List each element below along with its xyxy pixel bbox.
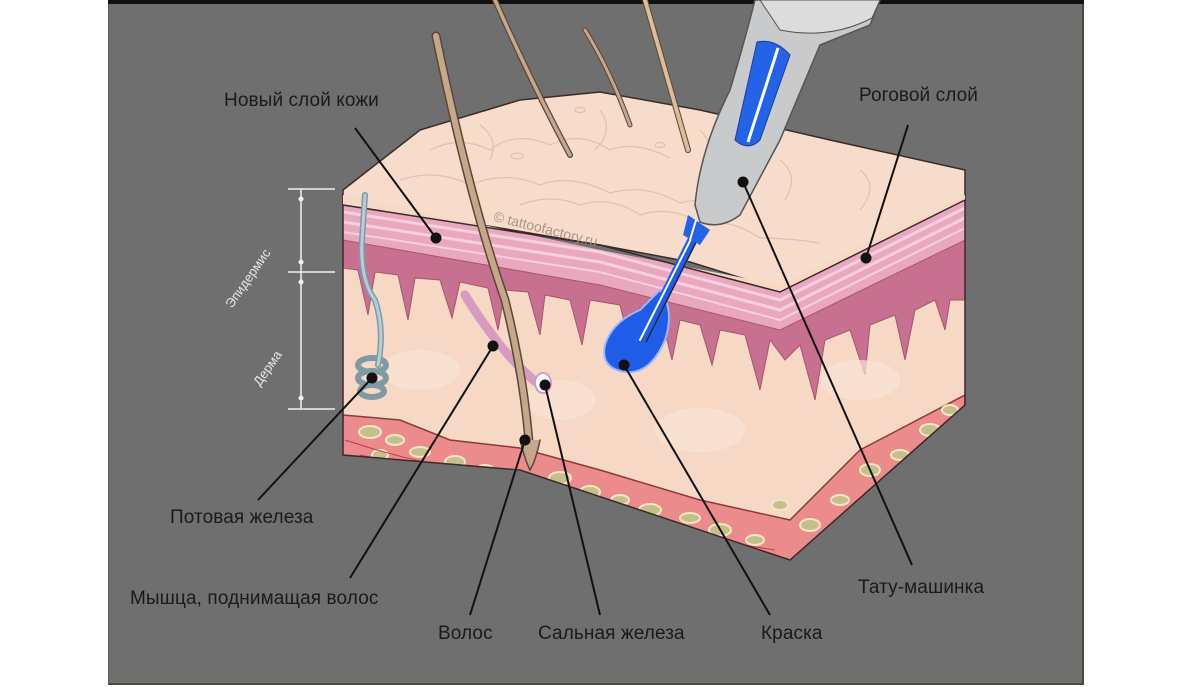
label-tattoo-machine: Тату-машинка (858, 577, 985, 598)
tattoo-machine (683, 0, 881, 245)
label-new-skin-layer: Новый слой кожи (224, 90, 379, 111)
label-sebaceous-gland: Сальная железа (538, 623, 685, 644)
label-ink: Краска (761, 623, 823, 644)
leader-lines (257, 124, 913, 616)
label-hair: Волос (438, 623, 493, 644)
label-stratum-corneum: Роговой слой (859, 85, 979, 106)
label-arrector-muscle: Мышца, поднимащая волос (130, 588, 379, 609)
thickness-scale (288, 188, 335, 410)
arrector-muscle (460, 290, 545, 390)
label-sweat-gland: Потовая железа (170, 507, 314, 528)
top-border (108, 0, 1084, 4)
hairs (431, 0, 691, 472)
needle (635, 230, 700, 350)
